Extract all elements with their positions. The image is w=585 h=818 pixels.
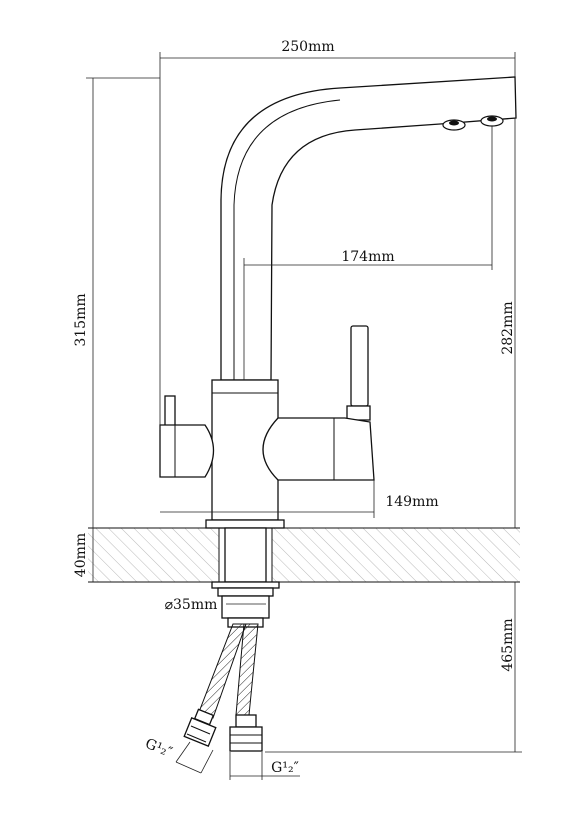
dim-thread-left: G¹₂″ — [143, 736, 175, 761]
dim-spout-reach: 174mm — [341, 249, 394, 265]
hose-fitting-right — [229, 714, 263, 752]
left-handle — [159, 395, 215, 478]
hose-fitting-left — [183, 708, 217, 747]
dim-height-total: 315mm — [73, 293, 89, 346]
dim-counter-thickness: 40mm — [73, 533, 89, 577]
mounting-shank — [211, 527, 280, 628]
dim-width-total: 250mm — [281, 39, 334, 55]
dim-body-width: 149mm — [385, 494, 438, 510]
flexible-hoses — [183, 623, 263, 752]
countertop-section — [88, 527, 520, 583]
dim-thread-right: G¹₂″ — [271, 760, 299, 776]
dimension-lines — [86, 52, 522, 780]
right-lever — [262, 325, 375, 481]
dim-mount-diameter: ⌀35mm — [165, 597, 218, 613]
dim-spout-height: 282mm — [500, 301, 516, 354]
faucet-spout — [220, 76, 517, 381]
dim-hose-length: 465mm — [500, 618, 516, 671]
